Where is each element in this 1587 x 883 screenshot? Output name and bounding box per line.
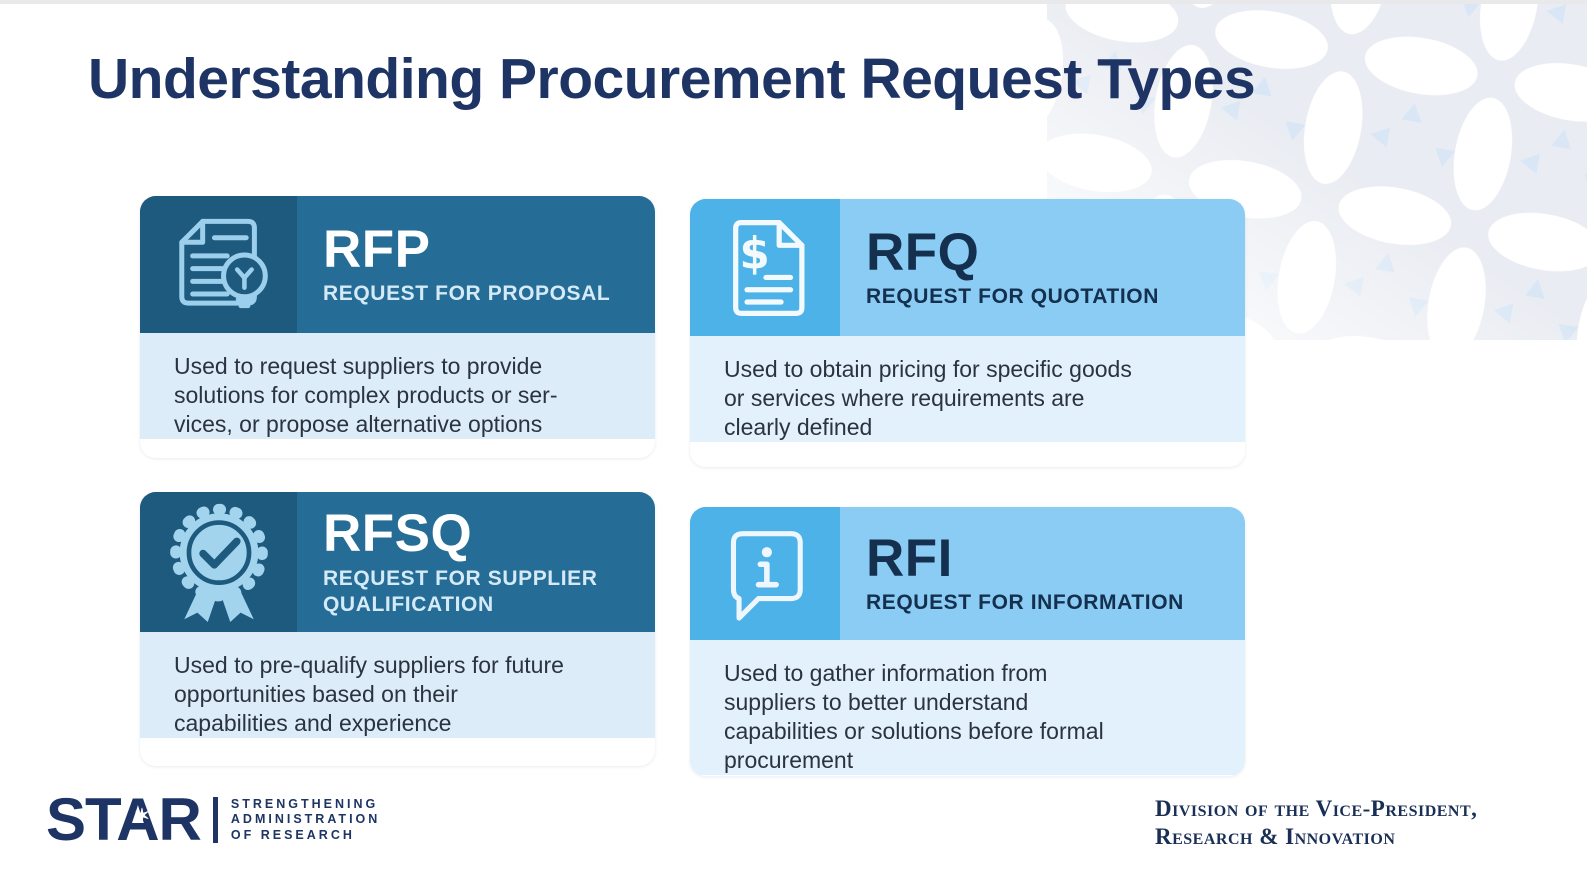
star-logo: STAR ✶ STRENGTHENING ADMINISTRATION OF R…: [46, 790, 380, 850]
rfq-subtitle: REQUEST FOR QUOTATION: [866, 285, 1159, 309]
rfq-card: $ RFQ REQUEST FOR QUOTATION Used to obta…: [690, 199, 1245, 467]
rfsq-subtitle: REQUEST FOR SUPPLIER QUALIFICATION: [323, 566, 598, 616]
rfi-card-body: Used to gather information from supplier…: [690, 640, 1245, 775]
rfp-description: Used to request suppliers to provide sol…: [174, 353, 558, 437]
rfi-description: Used to gather information from supplier…: [724, 660, 1104, 773]
star-wordmark: STAR ✶: [46, 786, 202, 853]
rfp-card-header: RFP REQUEST FOR PROPOSAL: [140, 196, 655, 333]
rfp-acronym: RFP: [323, 219, 431, 279]
rfsq-acronym: RFSQ: [323, 503, 473, 563]
rfsq-card-body: Used to pre-qualify suppliers for future…: [140, 632, 655, 738]
rfp-subtitle: REQUEST FOR PROPOSAL: [323, 282, 611, 306]
rfp-card: RFP REQUEST FOR PROPOSAL Used to request…: [140, 196, 655, 458]
rfsq-description: Used to pre-qualify suppliers for future…: [174, 652, 564, 736]
document-lightbulb-icon: [140, 196, 297, 333]
star-sparkle-icon: ✶: [134, 806, 150, 827]
rfp-card-body: Used to request suppliers to provide sol…: [140, 333, 655, 439]
info-speech-bubble-icon: [690, 507, 840, 640]
rfi-subtitle: REQUEST FOR INFORMATION: [866, 591, 1184, 615]
logo-divider: [212, 797, 218, 843]
rfq-card-header: $ RFQ REQUEST FOR QUOTATION: [690, 199, 1245, 336]
rfq-acronym: RFQ: [866, 222, 980, 282]
logo-tagline: STRENGTHENING ADMINISTRATION OF RESEARCH: [230, 796, 381, 842]
invoice-dollar-icon: $: [690, 199, 840, 336]
rfq-card-body: Used to obtain pricing for specific good…: [690, 336, 1245, 442]
award-badge-icon: [140, 492, 297, 632]
division-name: Division of the Vice-President, Research…: [1155, 796, 1478, 849]
rfi-card: RFI REQUEST FOR INFORMATION Used to gath…: [690, 507, 1245, 776]
rfq-description: Used to obtain pricing for specific good…: [724, 356, 1132, 440]
rfi-card-header: RFI REQUEST FOR INFORMATION: [690, 507, 1245, 640]
top-edge-divider: [0, 0, 1587, 4]
rfi-acronym: RFI: [866, 528, 953, 588]
svg-text:$: $: [739, 229, 769, 279]
rfsq-card-header: RFSQ REQUEST FOR SUPPLIER QUALIFICATION: [140, 492, 655, 632]
page-title: Understanding Procurement Request Types: [88, 47, 1256, 111]
rfsq-card: RFSQ REQUEST FOR SUPPLIER QUALIFICATION …: [140, 492, 655, 766]
